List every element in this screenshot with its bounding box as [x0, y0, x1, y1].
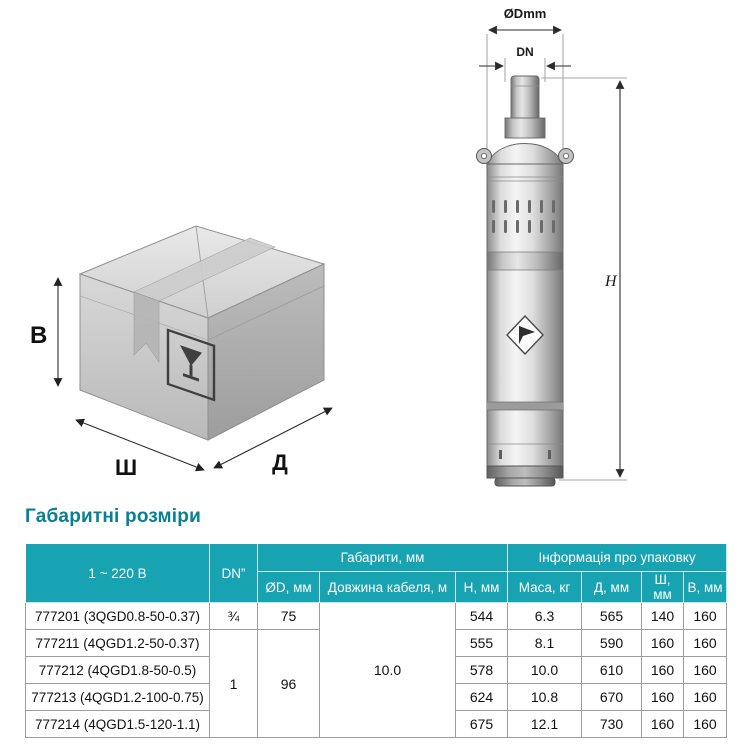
brand-diamond-logo-icon: [506, 314, 544, 356]
tape-strip-front: [133, 291, 160, 363]
pack-width-cell: 140: [641, 602, 684, 630]
pack-length-cell: 610: [581, 656, 642, 684]
dn-cell: 1: [209, 629, 258, 738]
dn-header-cell: DN”: [209, 543, 258, 603]
dn-cell: ¾: [209, 602, 258, 630]
model-cell: 777211 (4QGD1.2-50-0.37): [25, 629, 210, 657]
pack-height-cell: 160: [682, 710, 728, 738]
pack-length-cell: 590: [581, 629, 642, 657]
model-cell: 777213 (4QGD1.2-100-0.75): [25, 683, 210, 711]
col-diameter: ØD, мм: [257, 571, 320, 603]
table-row: 777213 (4QGD1.2-100-0.75) 624 10.8 670 1…: [25, 683, 728, 711]
diameter-cell: 96: [257, 629, 320, 738]
height-cell: 624: [455, 683, 508, 711]
model-cell: 777201 (3QGD0.8-50-0.37): [25, 602, 210, 630]
pack-height-cell: 160: [682, 629, 728, 657]
col-pack-height: В, мм: [682, 571, 728, 603]
height-cell: 544: [455, 602, 508, 630]
box-depth-dim-label: Д: [272, 450, 288, 475]
mass-cell: 12.1: [507, 710, 582, 738]
voltage-header-cell: 1 ~ 220 В: [25, 543, 210, 603]
model-cell: 777214 (4QGD1.5-120-1.1): [25, 710, 210, 738]
model-cell: 777212 (4QGD1.8-50-0.5): [25, 656, 210, 684]
pack-width-cell: 160: [641, 710, 684, 738]
col-mass: Маса, кг: [507, 571, 582, 603]
table-row: 777201 (3QGD0.8-50-0.37) ¾ 75 10.0 544 6…: [25, 602, 728, 738]
pack-length-cell: 670: [581, 683, 642, 711]
mass-cell: 10.0: [507, 656, 582, 684]
mass-cell: 10.8: [507, 683, 582, 711]
mass-cell: 8.1: [507, 629, 582, 657]
col-height: Н, мм: [455, 571, 508, 603]
page-title: Габаритні розміри: [25, 506, 201, 527]
fragile-glass-icon: [166, 328, 216, 402]
pack-height-cell: 160: [682, 683, 728, 711]
col-pack-length: Д, мм: [581, 571, 642, 603]
diameter-cell: 75: [257, 602, 320, 630]
box-width-dim-label: Ш: [115, 455, 137, 480]
pump-technical-drawing: ØDmm DN: [476, 6, 627, 487]
table-row: 777212 (4QGD1.8-50-0.5) 578 10.0 610 160…: [25, 656, 728, 684]
pump-body-illustration: [476, 75, 574, 487]
height-cell: 578: [455, 656, 508, 684]
package-box-drawing: В Ш Д: [30, 225, 333, 480]
pump-diameter-dim-label: ØDmm: [504, 6, 547, 21]
table-body: 777201 (3QGD0.8-50-0.37) ¾ 75 10.0 544 6…: [25, 602, 728, 738]
carton-box-illustration: [78, 225, 326, 441]
dimensions-group-header: Габарити, мм: [257, 543, 508, 572]
pump-height-dim-label: H: [604, 273, 618, 290]
table-header: 1 ~ 220 В DN” Габарити, мм Інформація пр…: [25, 543, 728, 603]
header-row-columns: ØD, мм Довжина кабеля, м Н, мм Маса, кг …: [26, 571, 728, 603]
pack-width-cell: 160: [641, 629, 684, 657]
pump-dn-dim-label: DN: [516, 45, 533, 59]
pack-width-cell: 160: [641, 656, 684, 684]
table-row: 777211 (4QGD1.2-50-0.37) 1 96 555 8.1 59…: [25, 629, 728, 738]
col-pack-width: Ш, мм: [641, 571, 684, 603]
pack-width-cell: 160: [641, 683, 684, 711]
height-cell: 555: [455, 629, 508, 657]
packaging-group-header: Інформація про упаковку: [506, 543, 728, 572]
pack-length-cell: 565: [581, 602, 642, 630]
col-cable-length: Довжина кабеля, м: [319, 571, 456, 603]
header-row-groups: 1 ~ 220 В DN” Габарити, мм Інформація пр…: [25, 543, 728, 603]
pack-length-cell: 730: [581, 710, 642, 738]
box-height-dim-label: В: [30, 322, 47, 349]
table-row: 777214 (4QGD1.5-120-1.1) 675 12.1 730 16…: [25, 710, 728, 738]
cable-length-cell: 10.0: [319, 602, 456, 738]
dimensions-table: 1 ~ 220 В DN” Габарити, мм Інформація пр…: [25, 543, 728, 738]
pack-height-cell: 160: [682, 656, 728, 684]
mass-cell: 6.3: [507, 602, 582, 630]
height-cell: 675: [455, 710, 508, 738]
pack-height-cell: 160: [682, 602, 728, 630]
